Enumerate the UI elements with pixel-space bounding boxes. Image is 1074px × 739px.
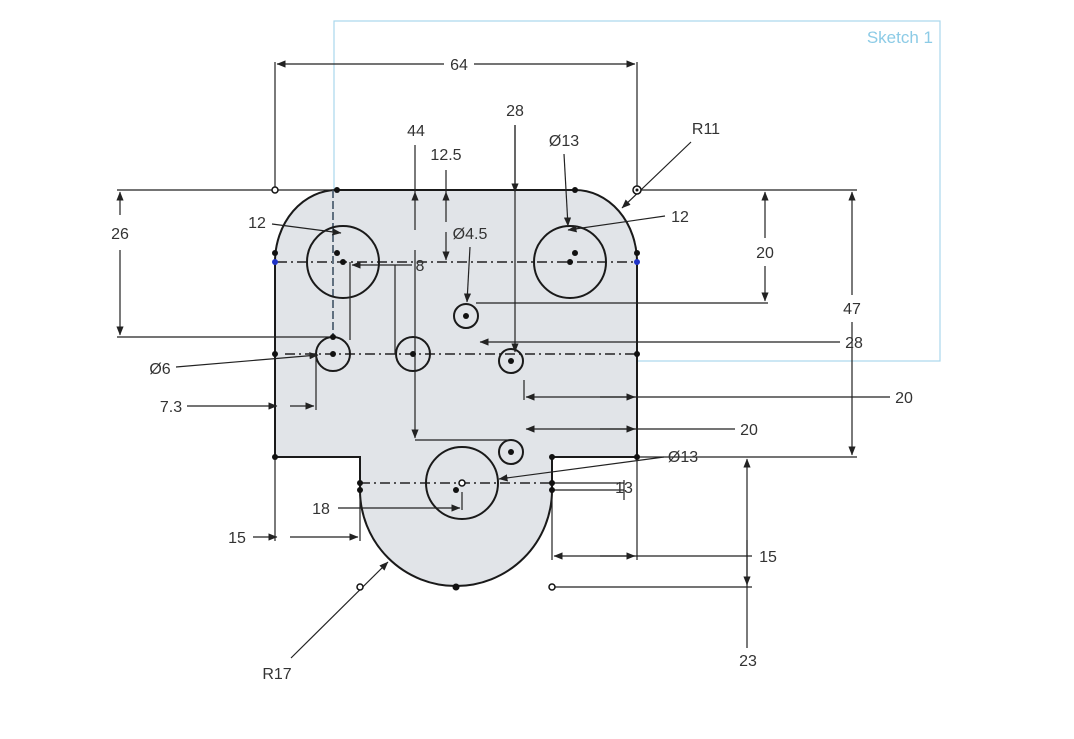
dim-7-3[interactable]: 7.3 [160, 399, 182, 416]
dim-26[interactable]: 26 [111, 226, 129, 243]
hole-bottom[interactable] [425, 446, 499, 520]
dim-23[interactable]: 23 [739, 653, 757, 670]
dim-28-right[interactable]: 28 [845, 335, 863, 352]
dim-8[interactable]: 8 [416, 258, 425, 275]
dim-64[interactable]: 64 [450, 57, 468, 74]
dim-dia13-top[interactable]: Ø13 [549, 133, 579, 150]
dim-28-top[interactable]: 28 [506, 103, 524, 120]
extension-lines [117, 62, 857, 588]
dim-dia6[interactable]: Ø6 [149, 361, 170, 378]
dim-20-right-mid[interactable]: 20 [895, 390, 913, 407]
dim-20-right-top[interactable]: 20 [756, 245, 774, 262]
dim-15-left[interactable]: 15 [228, 530, 246, 547]
dim-dia4-5[interactable]: Ø4.5 [453, 226, 488, 243]
dim-44[interactable]: 44 [407, 123, 425, 140]
dim-12-left[interactable]: 12 [248, 215, 266, 232]
dim-r11[interactable]: R11 [692, 121, 720, 138]
dim-12-5[interactable]: 12.5 [430, 147, 461, 164]
dim-18[interactable]: 18 [312, 501, 330, 518]
part-profile[interactable] [274, 189, 638, 587]
dimension-labels[interactable]: 64 28 44 12.5 Ø13 R11 26 12 12 Ø4.5 8 20… [111, 57, 913, 683]
dim-15-right[interactable]: 15 [759, 549, 777, 566]
dim-20-right-low[interactable]: 20 [740, 422, 758, 439]
hole-right-mid[interactable] [498, 348, 524, 374]
hole-mid[interactable] [395, 336, 431, 372]
hole-top-left[interactable] [306, 225, 380, 299]
dim-47[interactable]: 47 [843, 301, 861, 318]
sketch-label[interactable]: Sketch 1 [867, 28, 933, 47]
dimension-lines [116, 60, 890, 659]
sketch-points[interactable] [271, 185, 642, 591]
dim-12-right[interactable]: 12 [671, 209, 689, 226]
dim-dia13-bottom[interactable]: Ø13 [668, 449, 698, 466]
dim-r17[interactable]: R17 [262, 666, 291, 683]
hole-small-center[interactable] [453, 303, 479, 329]
dim-13[interactable]: 13 [615, 480, 633, 497]
